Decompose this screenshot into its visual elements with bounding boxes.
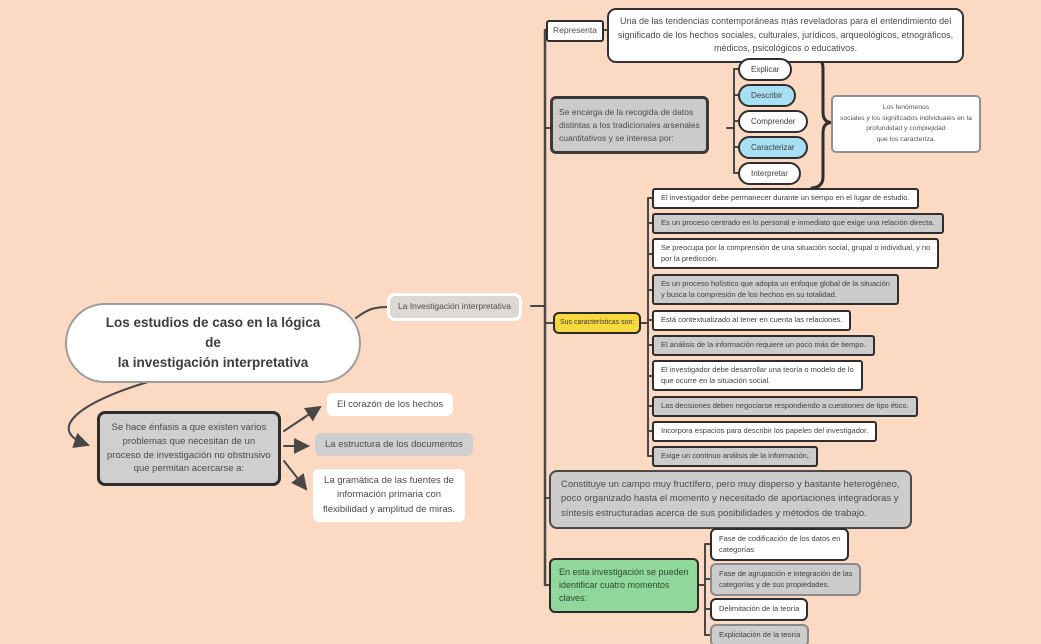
node-interpretive-research[interactable]: La Investigación interpretativa — [387, 293, 522, 321]
verb-pill-describir[interactable]: Describir — [738, 84, 796, 108]
edge-root-to-interp — [355, 306, 389, 319]
node-represents-label[interactable]: Representa — [546, 20, 604, 42]
characteristic-item[interactable]: El investigador debe permanecer durante … — [652, 188, 919, 209]
edge-verbs-bracket — [726, 68, 741, 174]
node-key-moments[interactable]: En esta investigación se pueden identifi… — [549, 558, 699, 614]
edge-root-to-emphasis — [67, 381, 149, 449]
edge-characteristics-bracket — [544, 197, 653, 457]
node-root-title[interactable]: Los estudios de caso en la lógica de la … — [65, 303, 361, 383]
node-emphasis[interactable]: Se hace énfasis a que existen varios pro… — [97, 411, 281, 487]
characteristic-item[interactable]: Las decisiones deben negociarse respondi… — [652, 396, 918, 417]
node-data-collection[interactable]: Se encarga de la recogida de datos disti… — [550, 96, 709, 155]
phase-item[interactable]: Fase de agrupación e integración de las … — [710, 563, 862, 596]
verb-pill-comprender[interactable]: Comprender — [738, 110, 809, 134]
phase-item[interactable]: Explicitación de la teoría — [710, 624, 810, 644]
characteristic-item[interactable]: Incorpora espacios para describir los pa… — [652, 421, 878, 442]
characteristic-item[interactable]: Es un proceso holístico que adopta un en… — [652, 274, 899, 305]
characteristic-item[interactable]: El investigador debe desarrollar una teo… — [652, 360, 863, 391]
verb-pill-interpretar[interactable]: Interpretar — [738, 162, 801, 186]
node-represents-text[interactable]: Una de las tendencias contemporáneas más… — [607, 8, 965, 63]
curly-brace — [810, 55, 832, 190]
verb-pill-caracterizar[interactable]: Caracterizar — [738, 136, 808, 160]
node-characteristics-label[interactable]: Sus características son: — [553, 312, 642, 334]
verb-pill-explicar[interactable]: Explicar — [738, 58, 793, 82]
phase-item[interactable]: Fase de codificación de los datos en cat… — [710, 528, 850, 561]
characteristic-item[interactable]: Se preocupa por la comprensión de una si… — [652, 238, 940, 269]
phase-item[interactable]: Delimitación de la teoría — [710, 598, 809, 621]
characteristic-item[interactable]: Es un proceso centrado en lo personal e … — [652, 213, 944, 234]
node-phenomena[interactable]: Los fenómenos sociales y los significado… — [831, 95, 981, 154]
node-structure-of-documents[interactable]: La estructura de los documentos — [315, 433, 473, 457]
edge-to-heart — [283, 405, 322, 432]
node-heart-of-facts[interactable]: El corazón de los hechos — [327, 393, 454, 417]
characteristic-item[interactable]: Exige un continuo análisis de la informa… — [652, 446, 819, 467]
characteristic-item[interactable]: Está contextualizado al tener en cuenta … — [652, 310, 852, 331]
characteristic-item[interactable]: El análisis de la información requiere u… — [652, 335, 875, 356]
node-field-description[interactable]: Constituye un campo muy fructífero, pero… — [549, 470, 912, 529]
node-grammar-of-sources[interactable]: La gramática de las fuentes de informaci… — [313, 469, 466, 522]
edge-to-grammar — [283, 460, 308, 491]
